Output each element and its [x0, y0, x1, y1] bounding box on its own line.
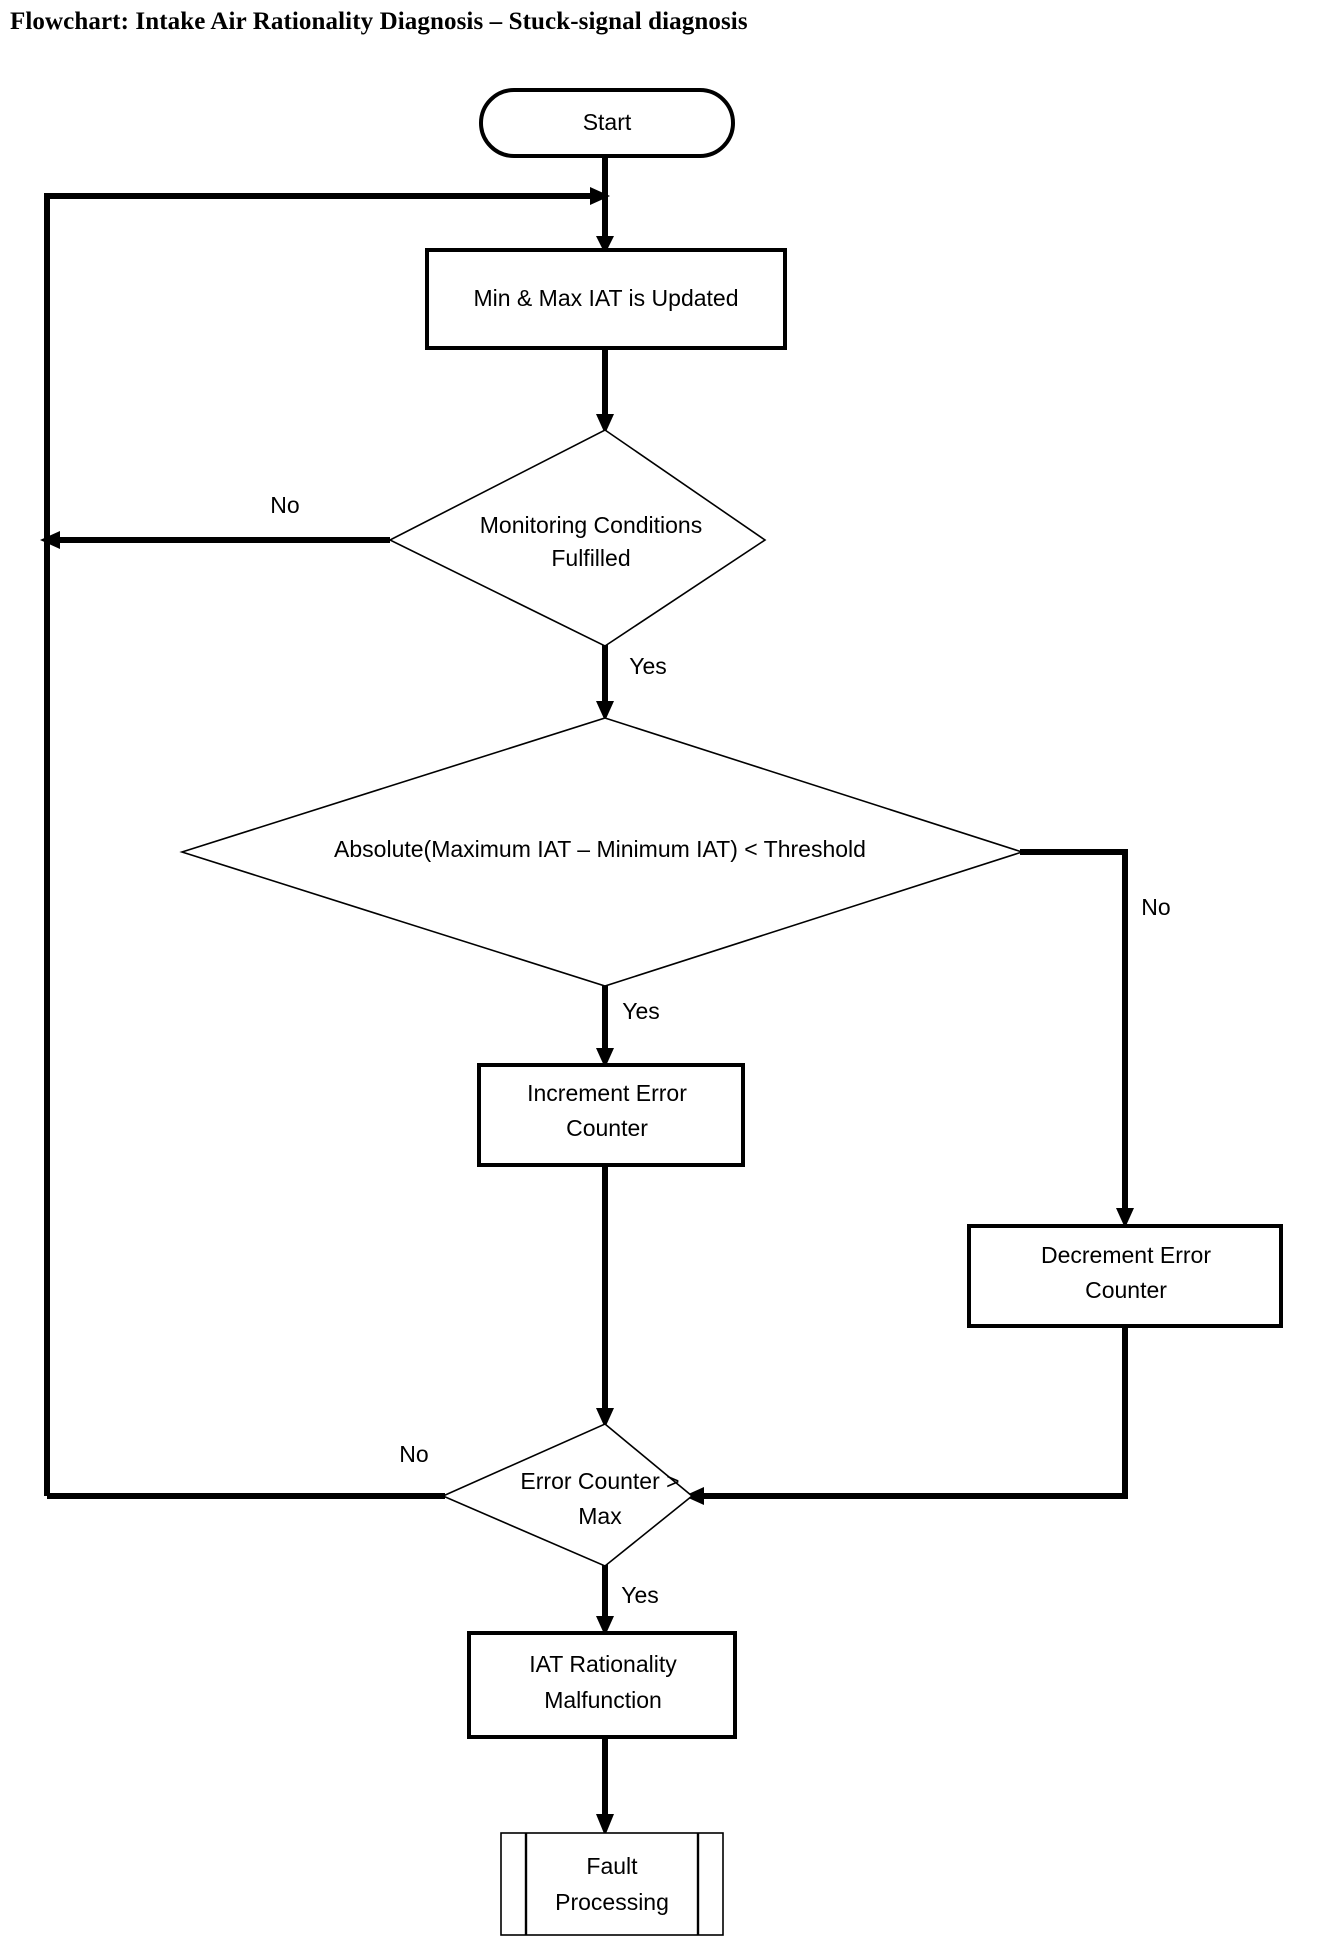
increment-error-counter-shape — [477, 1063, 745, 1167]
node-increment-error-counter[interactable]: Increment Error Counter — [477, 1063, 745, 1167]
start-shape — [479, 88, 735, 158]
node-update-iat[interactable]: Min & Max IAT is Updated — [425, 248, 787, 350]
arrowhead-errcount-yes — [596, 1616, 614, 1636]
monitoring-conditions-shape — [388, 429, 767, 647]
fault-processing-shape — [500, 1832, 724, 1936]
arrowhead-threshold-no — [1116, 1208, 1134, 1228]
monitoring-conditions-label-line1: Monitoring Conditions — [480, 512, 702, 538]
arrowhead-errcount-no-loop — [590, 187, 610, 205]
edge-label-no-threshold: No — [1141, 894, 1170, 920]
fault-processing-label-line1: Fault — [586, 1853, 638, 1879]
page-title: Flowchart: Intake Air Rationality Diagno… — [10, 8, 748, 35]
edge-label-no-error-counter: No — [399, 1441, 428, 1467]
connectors — [40, 155, 1134, 1836]
edge-threshold-no — [1020, 849, 1128, 1212]
monitoring-conditions-label-line2: Fulfilled — [551, 545, 630, 571]
fault-processing-label-line2: Processing — [555, 1889, 669, 1915]
threshold-check-label: Absolute(Maximum IAT – Minimum IAT) < Th… — [334, 836, 866, 862]
edge-label-yes-error-counter: Yes — [621, 1582, 659, 1608]
arrowhead-update-to-moncond — [596, 414, 614, 434]
increment-error-counter-label-line2: Counter — [566, 1115, 648, 1141]
edge-errcount-no-loop — [44, 193, 594, 1496]
arrowhead-start-to-update — [596, 236, 614, 254]
start-label: Start — [583, 109, 632, 135]
node-fault-processing[interactable]: Fault Processing — [500, 1832, 724, 1936]
edge-decrement-to-errcount — [700, 1325, 1128, 1499]
error-counter-check-label-line1: Error Counter > — [520, 1468, 679, 1494]
error-counter-check-label-line2: Max — [578, 1503, 622, 1529]
edge-label-no-monitoring: No — [270, 492, 299, 518]
edge-label-yes-threshold: Yes — [622, 998, 660, 1024]
node-error-counter-check[interactable]: Error Counter > Max — [441, 1423, 694, 1567]
arrowhead-moncond-yes — [596, 701, 614, 721]
node-iat-rationality-malfunction[interactable]: IAT Rationality Malfunction — [467, 1631, 737, 1739]
node-monitoring-conditions[interactable]: Monitoring Conditions Fulfilled — [388, 429, 767, 647]
decrement-error-counter-shape — [967, 1224, 1283, 1328]
iat-rationality-malfunction-label-line1: IAT Rationality — [529, 1651, 677, 1677]
iat-rationality-malfunction-label-line2: Malfunction — [544, 1687, 662, 1713]
error-counter-check-shape — [441, 1423, 694, 1567]
update-iat-shape — [425, 248, 787, 350]
edge-label-yes-monitoring: Yes — [629, 653, 667, 679]
decrement-error-counter-label-line1: Decrement Error — [1041, 1242, 1211, 1268]
arrowhead-malfunction-to-fault — [596, 1814, 614, 1836]
update-iat-label: Min & Max IAT is Updated — [473, 285, 738, 311]
increment-error-counter-label-line1: Increment Error — [527, 1080, 687, 1106]
edge-labels: No Yes Yes No No Yes — [270, 492, 1170, 1608]
node-start[interactable]: Start — [479, 88, 735, 158]
arrowhead-decrement-to-errcount — [684, 1487, 704, 1505]
decrement-error-counter-label-line2: Counter — [1085, 1277, 1167, 1303]
iat-rationality-malfunction-shape — [467, 1631, 737, 1739]
threshold-check-shape — [179, 717, 1025, 987]
node-threshold-check[interactable]: Absolute(Maximum IAT – Minimum IAT) < Th… — [179, 717, 1025, 987]
arrowhead-increment-to-errcount — [596, 1408, 614, 1428]
arrowhead-threshold-yes — [596, 1048, 614, 1068]
node-decrement-error-counter[interactable]: Decrement Error Counter — [967, 1224, 1283, 1328]
